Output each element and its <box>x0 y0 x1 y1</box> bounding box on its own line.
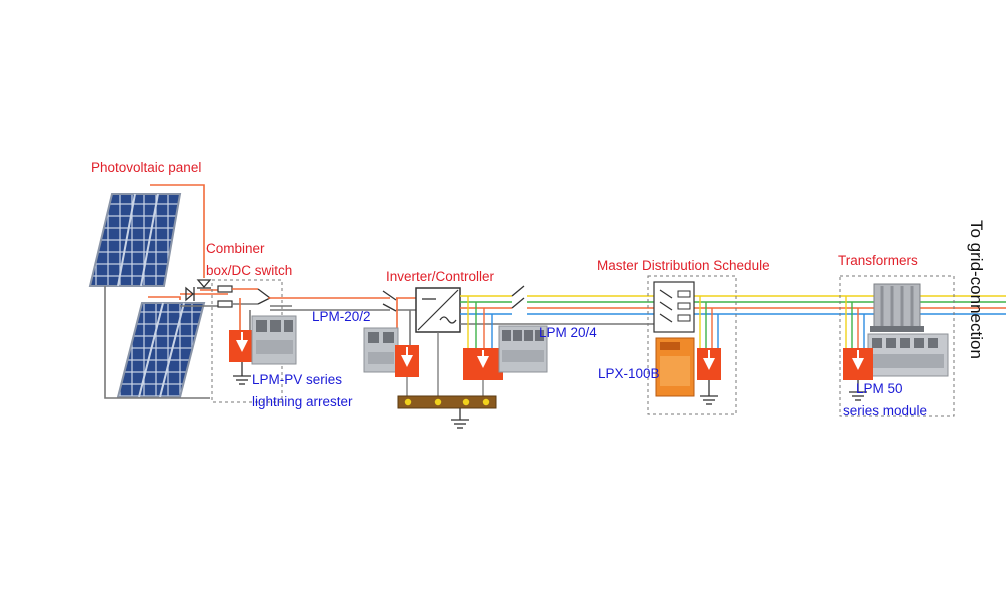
lpm-50-label-line1: LPM 50 <box>856 381 903 396</box>
ground-bar <box>397 395 497 409</box>
master-distribution-label: Master Distribution Schedule <box>597 258 770 273</box>
lpm-20-2-module <box>363 327 399 373</box>
switch-icon <box>653 281 695 333</box>
switch-icon <box>257 288 271 305</box>
diode-icon <box>185 286 195 302</box>
lpm-pv-label-line1: LPM-PV series <box>252 372 343 387</box>
surge-arrester-icon <box>229 330 254 362</box>
grid-connection-label: To grid-connection <box>967 220 986 359</box>
solar-panel-icon <box>88 193 182 287</box>
inverter-icon <box>415 287 461 333</box>
switch-icon <box>511 285 525 309</box>
lpm-50-label-line2: series module <box>843 403 928 418</box>
lpm-pv-module <box>251 315 297 365</box>
transformers-label: Transformers <box>838 253 918 268</box>
ground-icon <box>233 362 251 385</box>
diode-icon <box>196 279 212 289</box>
surge-arrester-icon <box>463 348 503 380</box>
ground-icon <box>451 408 469 429</box>
ground-icon <box>849 380 867 401</box>
photovoltaic-panel-label: Photovoltaic panel <box>91 160 202 175</box>
lpx-100b-label: LPX-100B <box>598 366 660 381</box>
switch-icon <box>382 290 397 312</box>
surge-arrester-icon <box>395 345 419 377</box>
lpx-100b-cabinet <box>655 337 695 397</box>
lpm-20-2-label: LPM-20/2 <box>312 309 371 324</box>
lpm-50-module <box>867 333 949 377</box>
fuse-icon <box>217 285 233 308</box>
master-distribution-box <box>647 275 737 415</box>
transformer-icon <box>870 283 924 332</box>
inverter-controller-label: Inverter/Controller <box>386 269 495 284</box>
lpm-20-4-label: LPM 20/4 <box>539 325 597 340</box>
transformer-box <box>839 275 955 417</box>
lpm-20-4-module <box>498 325 548 373</box>
solar-panel-icon <box>116 302 206 398</box>
combiner-label-line2: box/DC switch <box>206 263 293 278</box>
ground-icon <box>700 380 718 405</box>
surge-arrester-icon <box>843 348 873 380</box>
surge-arrester-icon <box>697 348 721 380</box>
lpm-pv-label-line2: lightning arrester <box>252 394 353 409</box>
combiner-label-line1: Combiner <box>206 241 265 256</box>
